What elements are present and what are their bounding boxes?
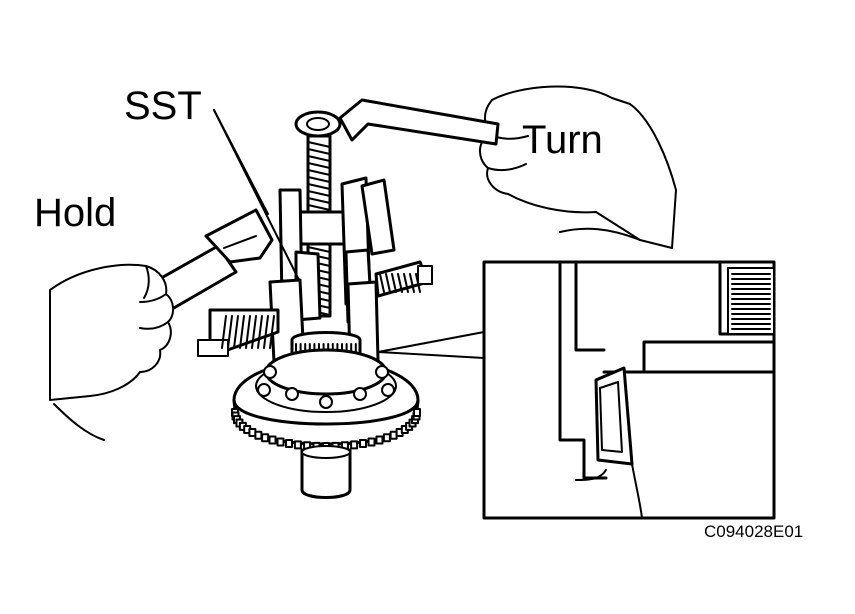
clamp-bar [197,260,433,357]
sst-label: SST [124,84,202,128]
right-hand [479,85,677,249]
differential-case [231,348,421,499]
sst-leader-lines [213,109,301,283]
hold-label: Hold [34,191,117,235]
turn-label: Turn [522,118,603,162]
detail-pointer [377,331,485,359]
left-hand [49,263,174,441]
detail-inset [482,260,776,520]
figure-code: C094028E01 [704,522,804,541]
